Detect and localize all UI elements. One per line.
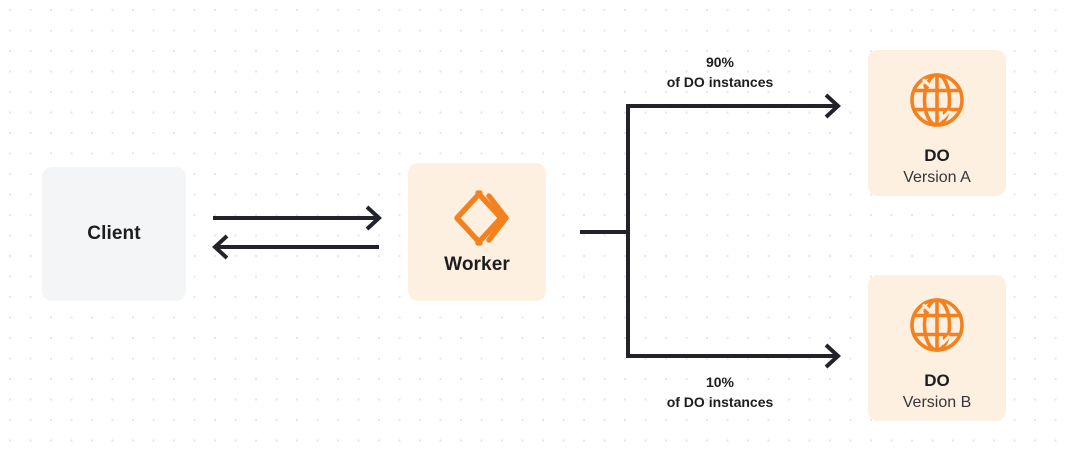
node-do-version-a: DO Version A	[868, 50, 1006, 196]
arrow-worker-to-client-head	[212, 234, 229, 260]
arrow-to-do-b-head	[824, 343, 841, 369]
node-do-a-title: DO	[924, 146, 950, 165]
flow-label-top-percent: 90%	[705, 54, 735, 70]
globe-icon	[907, 295, 967, 355]
flow-label-top: 90% of DO instances	[595, 52, 845, 93]
node-do-a-subtitle: Version A	[903, 169, 971, 187]
flow-label-bottom-caption: of DO instances	[666, 394, 774, 411]
node-worker-label: Worker	[444, 254, 510, 276]
node-worker: Worker	[408, 163, 546, 301]
node-do-version-b: DO Version B	[868, 275, 1006, 421]
cloudflare-workers-icon	[444, 185, 510, 251]
node-do-b-subtitle: Version B	[902, 394, 972, 412]
flow-label-bottom-percent: 10%	[705, 374, 735, 390]
globe-icon	[907, 70, 967, 130]
arrow-to-do-a-head	[824, 93, 841, 119]
flow-label-bottom: 10% of DO instances	[595, 372, 845, 413]
node-do-b-title: DO	[924, 371, 950, 390]
arrow-client-to-worker-head	[365, 205, 382, 231]
node-client: Client	[42, 167, 186, 301]
node-client-label: Client	[87, 222, 141, 244]
flow-label-top-caption: of DO instances	[666, 74, 774, 91]
